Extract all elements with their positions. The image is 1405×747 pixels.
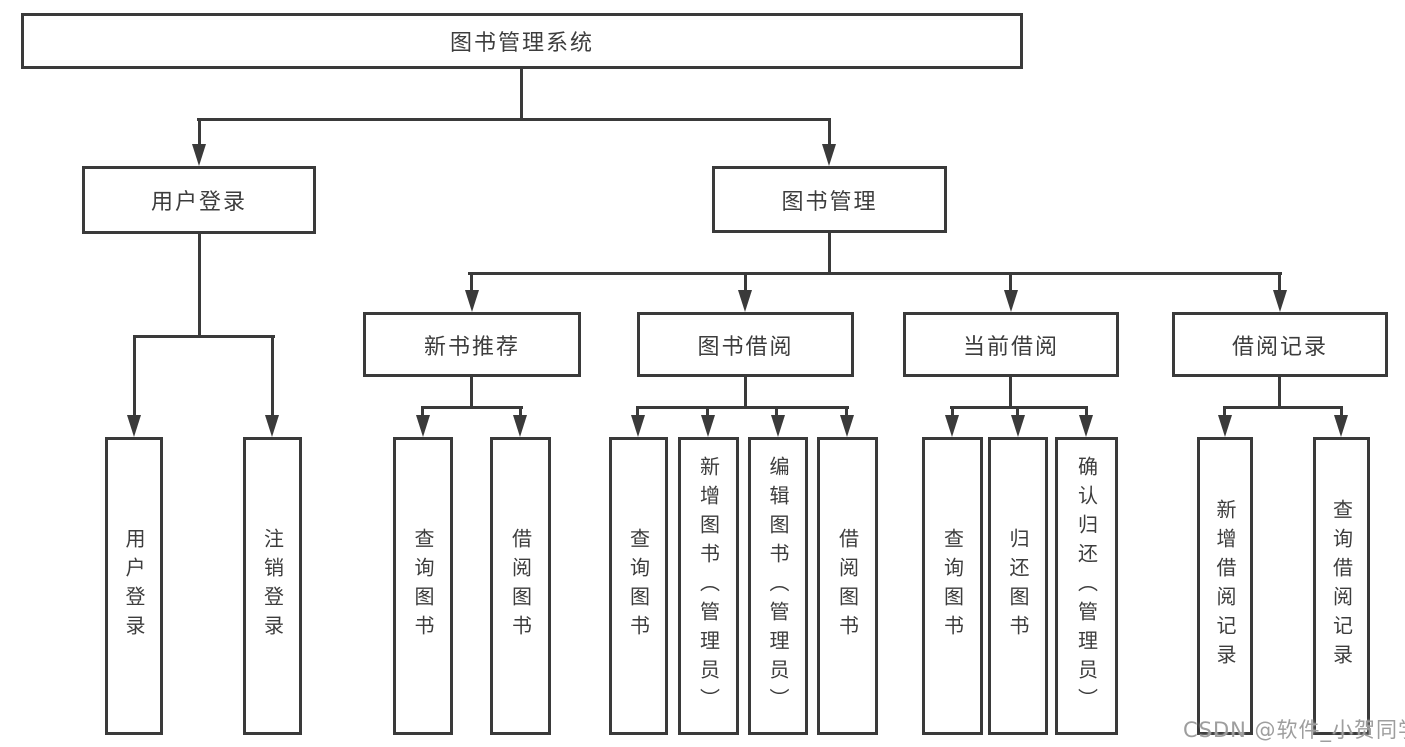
connector-user-login-stem [198, 234, 201, 337]
leaf-label: 查询图书 [940, 528, 965, 644]
arrow-down-icon [771, 415, 785, 437]
connector-to-borrow-records [1278, 272, 1281, 294]
connector-root-stem [520, 69, 523, 118]
node-book-management: 图书管理 [712, 166, 947, 233]
connector-to-leaf [951, 406, 954, 417]
connector-to-leaf [775, 406, 778, 417]
leaf-label: 用户登录 [122, 528, 146, 644]
connector-to-leaf [133, 335, 136, 419]
connector-to-leaf [421, 406, 424, 417]
arrow-down-icon [1004, 290, 1018, 312]
leaf-query-books-recommend: 查询图书 [393, 437, 453, 735]
connector-to-book-mgmt [828, 118, 831, 148]
connector-to-leaf [1085, 406, 1088, 417]
connector-book-borrow-branch [636, 406, 849, 409]
connector-book-mgmt-branch [468, 272, 1282, 275]
connector-user-login-branch [133, 335, 275, 338]
connector-book-mgmt-stem [828, 233, 831, 274]
connector-new-books-stem [470, 377, 473, 408]
connector-to-current-borrow [1009, 272, 1012, 294]
connector-to-leaf [1223, 406, 1226, 417]
arrow-down-icon [701, 415, 715, 437]
connector-to-leaf [519, 406, 522, 417]
connector-current-borrow-stem [1009, 377, 1012, 408]
arrow-down-icon [1334, 415, 1348, 437]
leaf-label: 归还图书 [1006, 528, 1030, 644]
csdn-watermark: CSDN @软件_小贺同学 [1183, 718, 1405, 742]
arrow-down-icon [738, 290, 752, 312]
connector-to-user-login [198, 118, 201, 148]
connector-to-book-borrow [744, 272, 747, 294]
connector-current-borrow-branch [950, 406, 1088, 409]
connector-to-new-books [470, 272, 473, 294]
node-book-borrowing: 图书借阅 [637, 312, 854, 377]
connector-root-branch [197, 118, 831, 121]
leaf-label: 查询图书 [626, 528, 651, 644]
arrow-down-icon [840, 415, 854, 437]
leaf-query-books-current: 查询图书 [922, 437, 983, 735]
leaf-label: 借阅图书 [508, 528, 533, 644]
connector-to-leaf [845, 406, 848, 417]
leaf-logout: 注销登录 [243, 437, 302, 735]
leaf-label: 查询借阅记录 [1329, 499, 1354, 673]
node-current-borrowing: 当前借阅 [903, 312, 1119, 377]
leaf-query-borrow-record: 查询借阅记录 [1313, 437, 1370, 735]
arrow-down-icon [1011, 415, 1025, 437]
connector-to-leaf [706, 406, 709, 417]
leaf-add-books-admin: 新增图书（管理员） [678, 437, 739, 735]
arrow-down-icon [945, 415, 959, 437]
node-user-login: 用户登录 [82, 166, 316, 234]
arrow-down-icon [265, 415, 279, 437]
leaf-add-borrow-record: 新增借阅记录 [1197, 437, 1253, 735]
connector-borrow-records-branch [1223, 406, 1343, 409]
leaf-user-login: 用户登录 [105, 437, 163, 735]
leaf-label: 新增借阅记录 [1213, 499, 1237, 673]
connector-to-leaf [1016, 406, 1019, 417]
connector-to-leaf [636, 406, 639, 417]
leaf-label: 确认归还（管理员） [1074, 455, 1099, 717]
node-borrowing-records: 借阅记录 [1172, 312, 1388, 377]
leaf-label: 新增图书（管理员） [696, 455, 721, 717]
arrow-down-icon [416, 415, 430, 437]
leaf-query-books: 查询图书 [609, 437, 668, 735]
arrow-down-icon [465, 290, 479, 312]
leaf-return-books: 归还图书 [988, 437, 1048, 735]
arrow-down-icon [192, 144, 206, 166]
leaf-label: 编辑图书（管理员） [766, 455, 790, 717]
arrow-down-icon [127, 415, 141, 437]
arrow-down-icon [1079, 415, 1093, 437]
leaf-confirm-return-admin: 确认归还（管理员） [1055, 437, 1118, 735]
arrow-down-icon [1218, 415, 1232, 437]
node-system-root: 图书管理系统 [21, 13, 1023, 69]
leaf-label: 借阅图书 [835, 528, 860, 644]
connector-new-books-branch [421, 406, 523, 409]
arrow-down-icon [631, 415, 645, 437]
arrow-down-icon [513, 415, 527, 437]
node-new-book-recommend: 新书推荐 [363, 312, 581, 377]
connector-book-borrow-stem [744, 377, 747, 408]
leaf-label: 查询图书 [411, 528, 435, 644]
connector-borrow-records-stem [1278, 377, 1281, 408]
arrow-down-icon [1273, 290, 1287, 312]
leaf-borrow-books-recommend: 借阅图书 [490, 437, 551, 735]
leaf-edit-books-admin: 编辑图书（管理员） [748, 437, 808, 735]
connector-to-leaf [1340, 406, 1343, 417]
arrow-down-icon [822, 144, 836, 166]
leaf-borrow-books: 借阅图书 [817, 437, 878, 735]
leaf-label: 注销登录 [260, 528, 285, 644]
connector-to-leaf [271, 335, 274, 419]
